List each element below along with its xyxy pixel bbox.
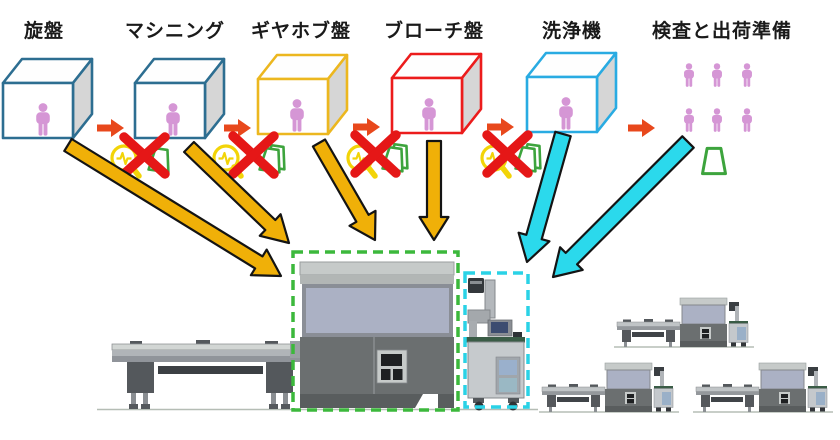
flow-arrow-icon [487,118,514,136]
station-label-gear-hobbing: ギヤホブ盤 [250,21,352,42]
x-mark-icon [350,130,401,178]
station-box-broaching [390,52,483,135]
mini-machine-line-1 [613,297,755,348]
transfer-arrow-gold-4 [418,139,450,242]
mini-machine-line-2 [538,362,680,413]
x-mark-icon [228,131,279,179]
worker-icon [742,63,752,87]
crossed-out-inspection-group [112,132,173,179]
station-label-broaching: ブローチ盤 [383,21,485,42]
conveyor-machine [111,340,304,409]
x-mark-icon [119,132,170,179]
flow-arrow-icon [353,118,380,136]
crossed-out-inspection-group [348,130,412,178]
station-label-machining: マシニング [124,21,226,42]
flow-arrow-icon [97,119,124,137]
mini-machine-line-3 [692,362,834,413]
transfer-arrow-gold-1 [63,137,283,278]
main-cell-outline [291,250,460,412]
crossed-out-inspection-group [214,131,289,179]
inspection-worker-group [684,63,752,132]
robot-cart [466,278,525,411]
station-label-inspection-shipping: 検査と出荷準備 [651,21,793,42]
worker-icon [742,108,752,132]
station-box-machining [133,57,226,140]
crossed-out-inspection-group [482,130,545,178]
worker-icon [684,108,694,132]
station-box-lathe [1,57,94,140]
robot-cell-outline [463,271,530,409]
transfer-arrow-gold-2 [183,140,291,245]
transfer-arrow-gold-3 [311,138,377,242]
station-label-washing: 洗浄機 [541,21,603,42]
flow-arrow-icon [224,119,251,137]
station-box-gear-hobbing [256,53,349,136]
flow-arrow-icon [628,119,655,137]
transfer-arrow-cyan-2 [551,135,695,279]
worker-icon [684,63,694,87]
workpiece-trapezoid-icon [701,146,727,176]
worker-icon [712,63,722,87]
worker-icon [712,108,722,132]
station-box-washing [525,51,618,134]
station-label-lathe: 旋盤 [23,21,65,42]
main-machine [290,261,455,408]
x-mark-icon [482,130,533,178]
transfer-arrow-cyan-1 [517,130,572,264]
